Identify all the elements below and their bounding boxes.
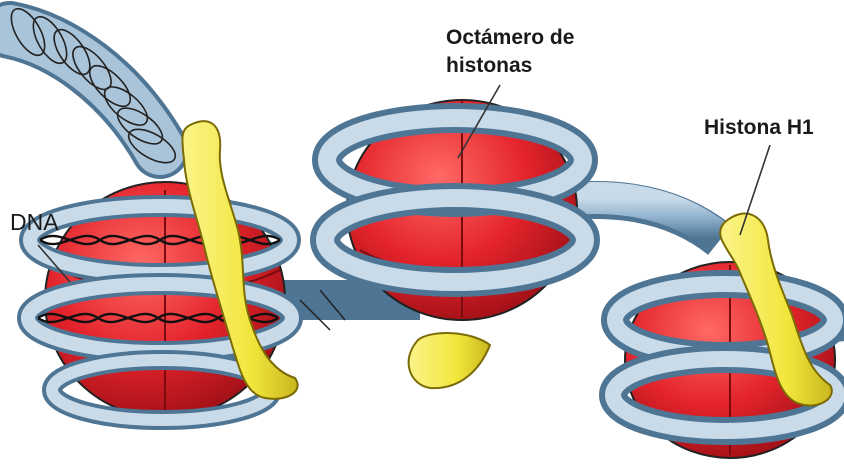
histone-h1-middle <box>409 333 490 388</box>
label-octamer-line2: histonas <box>446 54 532 78</box>
label-histone-h1: Histona H1 <box>704 116 814 140</box>
coiled-fiber <box>5 3 181 169</box>
nucleosome-middle <box>325 100 585 388</box>
label-octamer-line1: Octámero de <box>446 26 574 50</box>
label-dna: DNA <box>10 210 59 234</box>
